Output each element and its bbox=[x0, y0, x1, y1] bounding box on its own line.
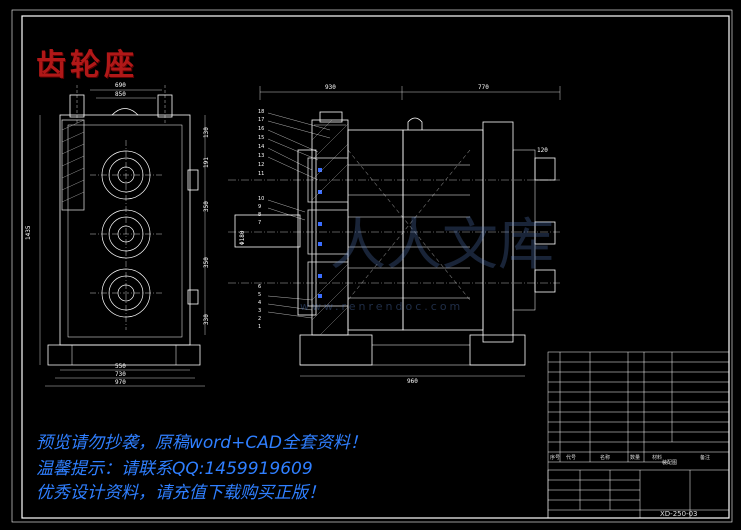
part-numbers: 18 17 16 15 14 13 12 11 10 9 8 7 6 5 4 3 2 1 bbox=[258, 109, 264, 330]
title-block-header-cell: 名称 bbox=[600, 454, 610, 461]
notice-line-1: 预览请勿抄袭，原稿word+CAD全套资料！ bbox=[36, 433, 367, 453]
part-number-label: 12 bbox=[258, 162, 264, 168]
part-number-label: 15 bbox=[258, 135, 264, 141]
part-number-label: 3 bbox=[258, 308, 261, 314]
front-dim-height: 1435 bbox=[25, 225, 32, 240]
title-block-note: 装配图 bbox=[662, 459, 677, 466]
front-view bbox=[47, 85, 201, 366]
inner-frame bbox=[21, 15, 730, 519]
front-dim-bottom-2: 730 bbox=[115, 371, 126, 378]
watermark-text: 人人文库 bbox=[330, 213, 554, 278]
front-dim-right-5: 330 bbox=[203, 314, 210, 325]
section-highlights bbox=[318, 168, 322, 298]
title-block bbox=[547, 351, 730, 519]
outer-frame bbox=[11, 9, 733, 523]
front-dim-right-2: 191 bbox=[203, 157, 210, 168]
title-block-header-cell: 序号 bbox=[550, 454, 560, 461]
front-dim-bottom-1: 550 bbox=[115, 363, 126, 370]
part-number-label: 8 bbox=[258, 212, 261, 218]
title-block-header: 序号代号 名称 数量 材料 备注 bbox=[550, 454, 710, 461]
part-number-label: 4 bbox=[258, 300, 261, 306]
leader-lines bbox=[267, 112, 331, 319]
notice-line-2: 温馨提示：请联系QQ:1459919609 bbox=[36, 459, 313, 479]
front-dim-right-4: 350 bbox=[203, 257, 210, 268]
front-dim-top-1: 690 bbox=[115, 82, 126, 89]
part-number-label: 17 bbox=[258, 117, 264, 123]
title-block-header-cell: 数量 bbox=[630, 454, 640, 461]
front-view-dimensions bbox=[39, 89, 206, 387]
part-number-label: 5 bbox=[258, 292, 261, 298]
notice-line-3: 优秀设计资料，请充值下载购买正版！ bbox=[36, 483, 325, 503]
part-number-label: 14 bbox=[258, 144, 264, 150]
side-view-dimensions bbox=[259, 86, 561, 377]
part-number-label: 2 bbox=[258, 316, 261, 322]
part-number-label: 18 bbox=[258, 109, 264, 115]
title-stamp: 齿轮座 bbox=[36, 48, 138, 83]
drawing-number: XD-250-03 bbox=[660, 510, 698, 518]
part-number-label: 1 bbox=[258, 324, 261, 330]
side-hatching bbox=[311, 119, 349, 336]
front-dim-bottom-3: 970 bbox=[115, 379, 126, 386]
title-block-header-cell: 备注 bbox=[700, 454, 710, 461]
side-dim-top-1: 930 bbox=[325, 84, 336, 91]
part-number-label: 10 bbox=[258, 196, 264, 202]
part-number-label: 7 bbox=[258, 220, 261, 226]
title-block-header-cell: 材料 bbox=[652, 454, 662, 461]
side-view bbox=[228, 111, 560, 366]
part-number-label: 9 bbox=[258, 204, 261, 210]
side-dim-top-2: 770 bbox=[478, 84, 489, 91]
side-dim-stub: 120 bbox=[537, 147, 548, 154]
front-dim-right-1: 130 bbox=[203, 127, 210, 138]
part-number-label: 11 bbox=[258, 171, 264, 177]
title-block-header-cell: 代号 bbox=[566, 454, 576, 461]
part-number-label: 16 bbox=[258, 126, 264, 132]
watermark-url: www.renrendoc.com bbox=[300, 300, 464, 313]
side-dim-bottom: 960 bbox=[407, 378, 418, 385]
front-dim-right-3: 350 bbox=[203, 201, 210, 212]
part-number-label: 13 bbox=[258, 153, 264, 159]
part-number-label: 6 bbox=[258, 284, 261, 290]
front-dim-top-2: 850 bbox=[115, 91, 126, 98]
side-dim-shaft: Φ180 bbox=[239, 230, 246, 245]
